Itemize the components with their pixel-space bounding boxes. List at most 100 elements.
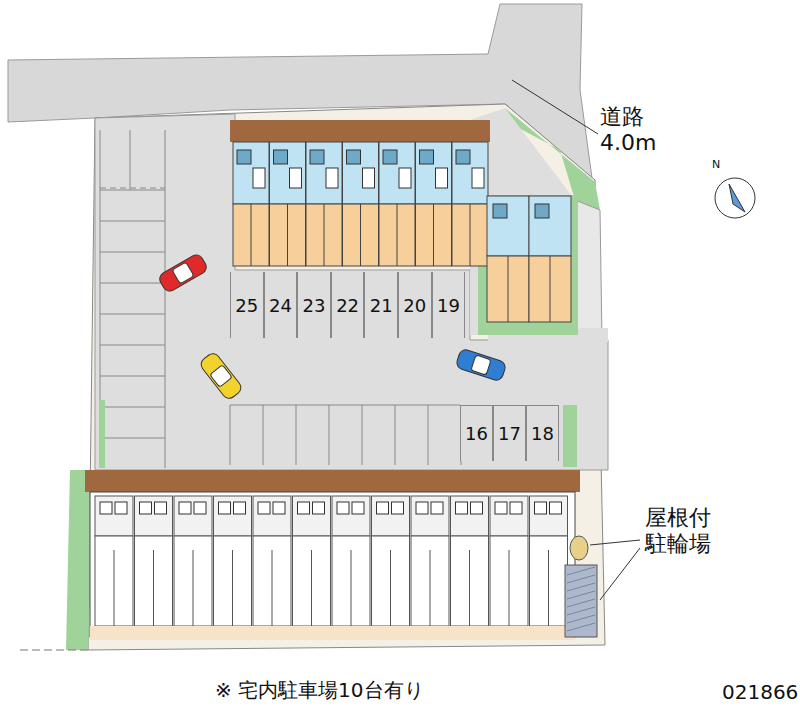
shelter-hatch [567, 615, 595, 623]
bottom-building [85, 470, 580, 640]
unit-fixture [456, 150, 470, 164]
unit-wall [397, 204, 398, 266]
unit-wall [550, 256, 551, 322]
car-icon [198, 351, 243, 401]
unit-wall [470, 204, 471, 266]
unit-wet [343, 142, 379, 204]
parking-line [230, 405, 231, 465]
wing-building [487, 196, 571, 322]
unit-fixture [416, 502, 428, 514]
parking-space: 19 [432, 272, 466, 338]
unit-fixture [456, 502, 468, 514]
north-mark: N [712, 158, 720, 171]
unit-fixture [471, 502, 483, 514]
parking-column [99, 130, 165, 468]
unit-room [372, 536, 410, 626]
unit-wet [487, 196, 529, 256]
shelter-hatch [567, 623, 595, 631]
parking-line [296, 405, 297, 465]
unit-fixture [326, 168, 338, 188]
parking-line [230, 405, 460, 406]
unit-wet [379, 142, 415, 204]
green-edge [563, 405, 577, 467]
unit-fixture [219, 502, 231, 514]
unit-room [332, 536, 370, 626]
unit-fixture [310, 150, 324, 164]
parking-line [100, 438, 165, 439]
parking-space: 21 [364, 272, 398, 338]
unit-wall [548, 550, 549, 626]
space-number: 16 [465, 423, 488, 444]
space-number: 25 [235, 295, 258, 316]
parking-line [100, 407, 165, 408]
compass [715, 178, 755, 218]
bike-symbol [570, 536, 588, 560]
unit-wet [452, 142, 488, 204]
parking-line [100, 283, 165, 284]
parking-space: 18 [526, 405, 559, 461]
parking-line [362, 405, 363, 465]
unit-fixture [363, 168, 375, 188]
car-icon [455, 348, 507, 382]
unit-wet [270, 142, 306, 204]
unit-fixture [399, 168, 411, 188]
unit-fixture [179, 502, 191, 514]
unit-room [451, 536, 489, 626]
unit-room [490, 536, 528, 626]
unit-fixture [550, 502, 562, 514]
caption-note: ※ 宅内駐車場10台有り [215, 678, 424, 702]
veranda [90, 626, 575, 640]
unit-fixture [115, 502, 127, 514]
parking-line [428, 405, 429, 465]
parking-space: 24 [264, 272, 298, 338]
parking-space: 25 [230, 272, 264, 338]
unit-room [343, 204, 379, 266]
unit-wet [530, 496, 568, 536]
shelter-hatch [567, 591, 595, 599]
parking-space: 16 [460, 405, 493, 461]
road-width: 道路 4.0m [600, 104, 674, 157]
unit-wall [251, 204, 252, 266]
unit-room [411, 536, 449, 626]
car-window [172, 262, 194, 284]
unit-fixture [274, 150, 288, 164]
unit-fixture [392, 502, 404, 514]
unit-fixture [298, 502, 310, 514]
leader-line [600, 548, 640, 600]
unit-room [293, 536, 331, 626]
unit-wall [232, 550, 233, 626]
unit-fixture [472, 168, 484, 188]
parking-line [395, 405, 396, 465]
unit-wet [95, 496, 133, 536]
unit-fixture [234, 502, 246, 514]
car-body [157, 252, 209, 293]
garden [478, 195, 578, 335]
leader-line [512, 80, 598, 134]
unit-room [253, 536, 291, 626]
unit-wall [287, 204, 288, 266]
unit-fixture [431, 502, 443, 514]
unit-fixture [290, 168, 302, 188]
property-code: 021866 [722, 680, 798, 704]
unit-fixture [535, 502, 547, 514]
parking-line [165, 190, 166, 468]
lot-boundary [20, 650, 90, 651]
unit-fixture [273, 502, 285, 514]
unit-wall [193, 550, 194, 626]
unit-wet [416, 142, 452, 204]
shelter-hatch [567, 607, 595, 615]
unit-room [95, 536, 133, 626]
unit-wall [272, 550, 273, 626]
unit-fixture [155, 502, 167, 514]
unit-fixture [535, 204, 549, 218]
parking-row [230, 405, 577, 467]
roof-band [230, 120, 490, 142]
unit-fixture [436, 168, 448, 188]
bike-parking-note: 屋根付 駐輪場 [645, 505, 717, 558]
space-number: 20 [403, 295, 426, 316]
unit-wall [114, 550, 115, 626]
shelter-hatch [567, 575, 595, 583]
